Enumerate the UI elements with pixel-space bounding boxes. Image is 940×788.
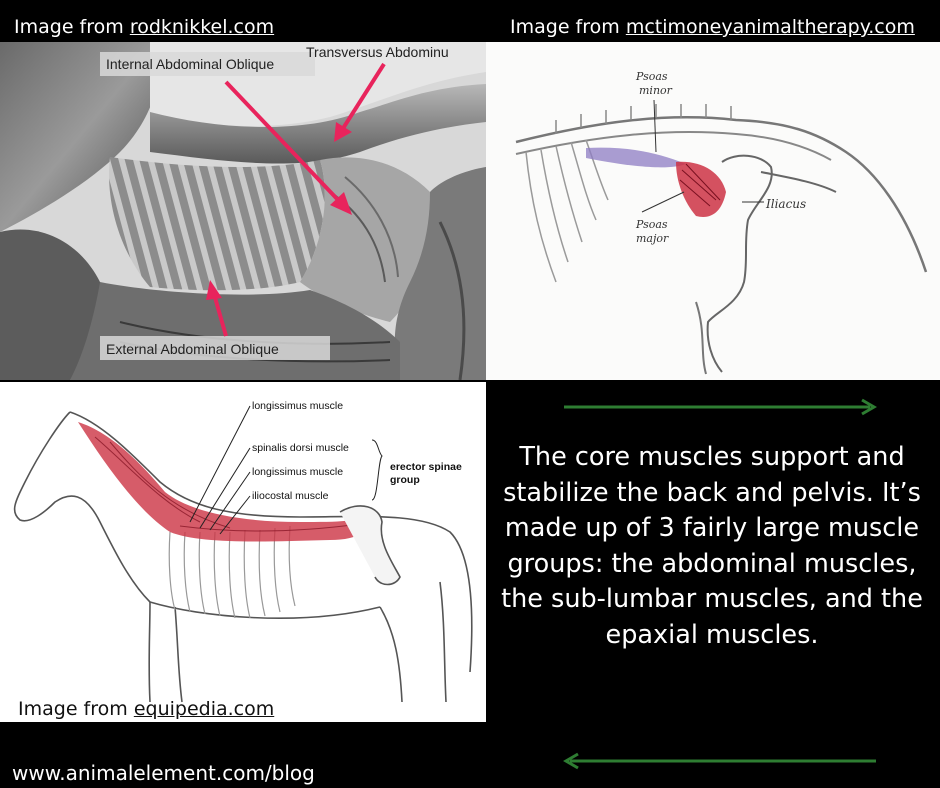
pointer-arrows xyxy=(206,62,386,337)
label-psoas-major-line2: major xyxy=(636,232,669,245)
arrow-right-icon xyxy=(564,398,877,416)
caption-link-mctimoney[interactable]: mctimoneyanimaltherapy.com xyxy=(625,16,915,38)
label-transversus-abdominus: Transversus Abdominu xyxy=(306,44,449,60)
caption-link-equipedia[interactable]: equipedia.com xyxy=(133,698,275,720)
sub-lumbar-muscles-image: Psoas minor Psoas major Iliacus xyxy=(486,42,940,380)
epaxial-muscles-image: longissimus muscle spinalis dorsi muscle… xyxy=(0,382,486,722)
caption-top-right: Image from mctimoneyanimaltherapy.com xyxy=(510,16,915,38)
label-erector-spinae-line1: erector spinae xyxy=(390,461,462,473)
label-erector-spinae-line2: group xyxy=(390,474,420,486)
core-muscles-description: The core muscles support and stabilize t… xyxy=(501,442,923,650)
label-psoas-minor-line1: Psoas xyxy=(635,70,668,83)
label-longissimus-top: longissimus muscle xyxy=(252,400,343,412)
label-psoas-minor-line2: minor xyxy=(639,84,673,97)
blog-url[interactable]: www.animalelement.com/blog xyxy=(12,761,315,785)
caption-bottom-left: Image from equipedia.com xyxy=(18,698,275,720)
label-internal-abdominal-oblique: Internal Abdominal Oblique xyxy=(106,56,274,72)
abdominal-muscles-image: Internal Abdominal Oblique Transversus A… xyxy=(0,42,486,380)
label-iliacus: Iliacus xyxy=(765,197,806,211)
arrow-left-icon xyxy=(563,752,876,770)
label-psoas-major-line1: Psoas xyxy=(635,218,668,231)
label-iliocostal: iliocostal muscle xyxy=(252,490,329,502)
label-external-abdominal-oblique: External Abdominal Oblique xyxy=(106,341,279,357)
caption-link-rodknikkel[interactable]: rodknikkel.com xyxy=(129,16,275,38)
caption-top-left: Image from rodknikkel.com xyxy=(14,16,275,38)
label-spinalis-dorsi: spinalis dorsi muscle xyxy=(252,442,349,454)
label-longissimus: longissimus muscle xyxy=(252,466,343,478)
